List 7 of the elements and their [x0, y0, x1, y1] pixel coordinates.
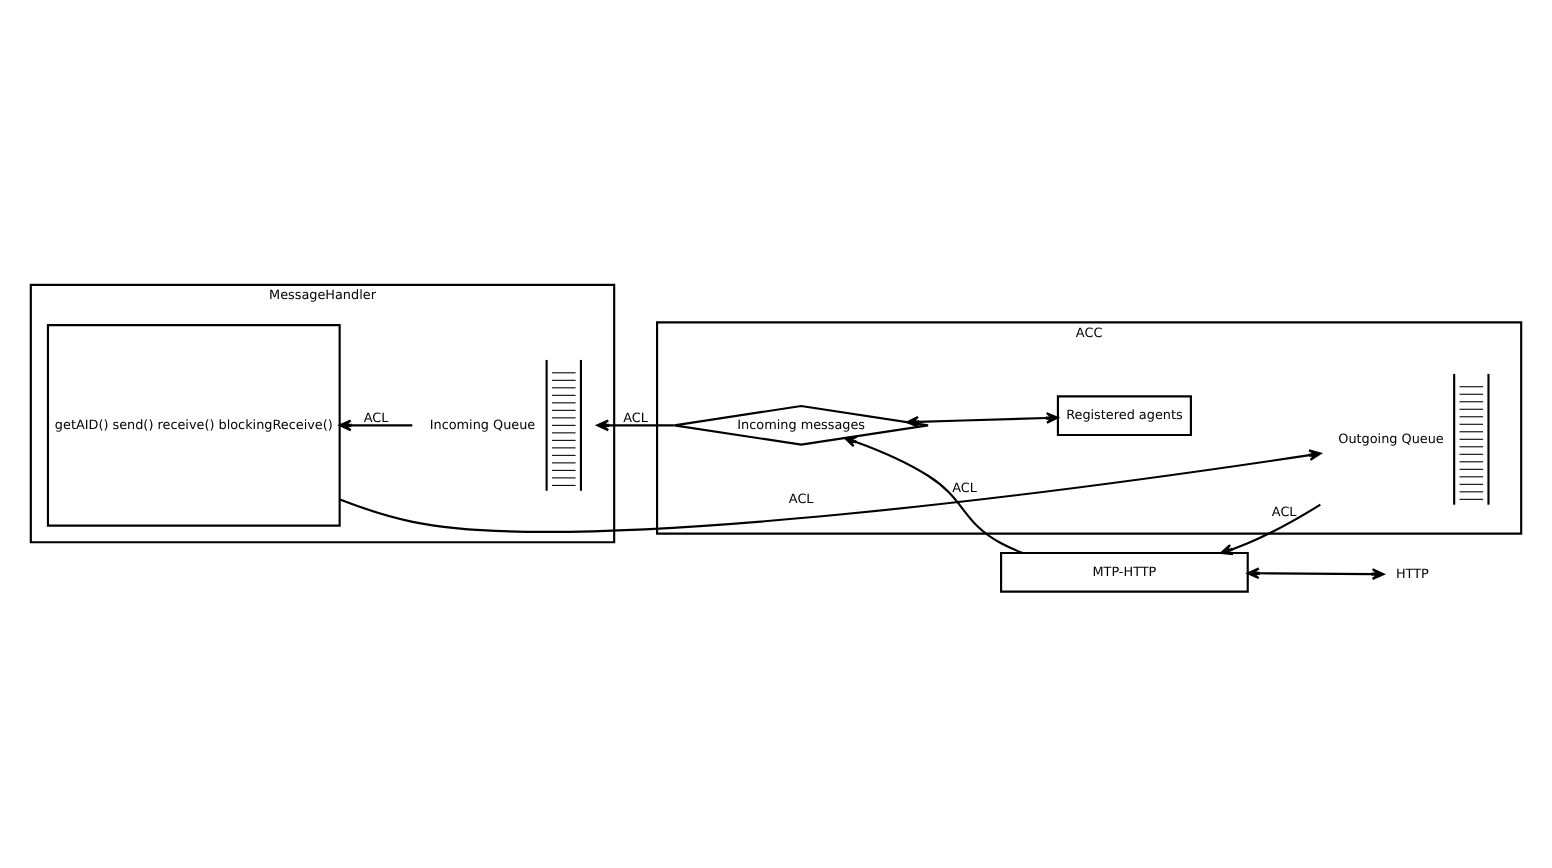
arrow [339, 448, 1322, 532]
arrow [843, 435, 1024, 553]
arrow [596, 418, 675, 431]
arrow [1246, 566, 1385, 579]
arrow [1220, 502, 1321, 555]
arrow [906, 411, 1059, 427]
arrow [338, 418, 413, 431]
